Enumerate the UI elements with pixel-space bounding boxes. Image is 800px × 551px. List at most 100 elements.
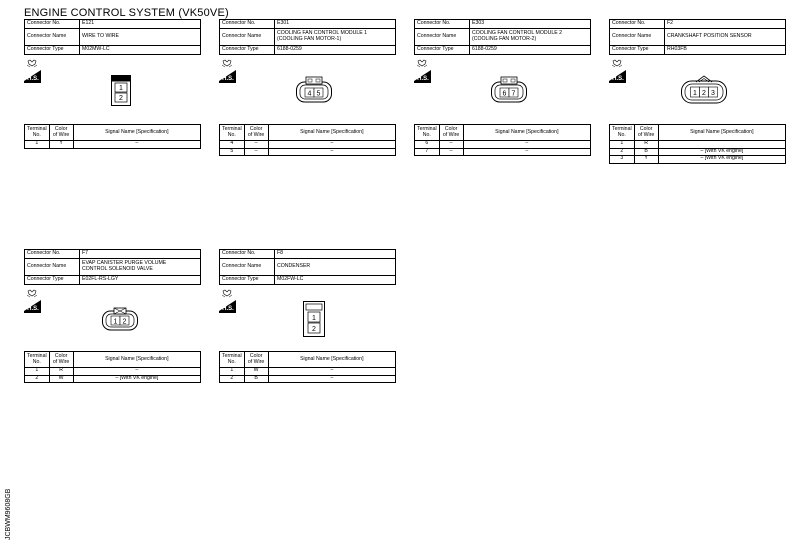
hs-harness-side-icon: H.S. [24, 289, 41, 313]
header-text: Terminal [417, 125, 437, 132]
hs-harness-side-icon: H.S. [609, 59, 626, 83]
connector-name-label: Connector Name [414, 28, 470, 46]
pin-label: 7 [512, 91, 516, 98]
connector-face-e303: 6 7 [491, 76, 527, 103]
pin-label: 5 [317, 91, 321, 98]
signal-header: Signal Name [Specification] [72, 124, 202, 141]
connector-no-label: Connector No. [24, 249, 80, 259]
connector-no-value: E301 [274, 19, 396, 29]
table-row: 4–– [219, 140, 397, 149]
color-cell: Y [633, 155, 659, 164]
hs-text: H.S. [222, 306, 234, 312]
pin-label: 1 [114, 319, 118, 326]
color-cell: – [243, 147, 269, 156]
header-text: Color [249, 352, 263, 359]
color-cell: – [438, 147, 464, 156]
table-row: 6–– [414, 140, 592, 149]
connector-type-value: 6188-0259 [469, 45, 591, 55]
table-row: 5–– [219, 147, 397, 156]
connector-no-value: F7 [79, 249, 201, 259]
connector-type-label: Connector Type [24, 275, 80, 285]
header-text: Terminal [612, 125, 632, 132]
connector-type-value: M02MW-LC [79, 45, 201, 55]
signal-header: Signal Name [Specification] [72, 351, 202, 368]
connector-face-e301: 4 5 [296, 76, 332, 103]
pin-label: 2 [123, 319, 127, 326]
hs-text: H.S. [612, 76, 624, 82]
header-text: No. [227, 358, 236, 365]
color-cell: – [438, 140, 464, 149]
hs-harness-side-icon: H.S. [219, 59, 236, 83]
hs-harness-side-icon: H.S. [414, 59, 431, 83]
hs-text: H.S. [222, 76, 234, 82]
connector-name-value: COOLING FAN CONTROL MODULE 1(COOLING FAN… [274, 28, 396, 46]
signal-header: Signal Name [Specification] [267, 124, 397, 141]
signal-cell: – [267, 147, 397, 156]
connector-name-line-1: CRANKSHAFT POSITION SENSOR [667, 33, 752, 40]
signal-cell: – [72, 140, 202, 149]
connector-no-value: F2 [664, 19, 786, 29]
hs-harness-side-icon: H.S. [24, 59, 41, 83]
connector-name-label: Connector Name [219, 28, 275, 46]
signal-cell: – [462, 140, 592, 149]
page-title: ENGINE CONTROL SYSTEM (VK50VE) [24, 7, 229, 19]
signal-cell [657, 140, 787, 149]
header-text: of Wire [247, 358, 265, 365]
connector-type-value: M02FW-LC [274, 275, 396, 285]
connector-name-label: Connector Name [24, 258, 80, 276]
color-cell: – [243, 140, 269, 149]
connector-name-line-2: CONTROL SOLENOID VALVE [82, 266, 153, 272]
header-text: of Wire [247, 131, 265, 138]
terminal-cell: 1 [24, 140, 50, 149]
connector-no-label: Connector No. [24, 19, 80, 29]
connector-name-label: Connector Name [24, 28, 80, 46]
terminal-cell: 7 [414, 147, 440, 156]
color-cell: W [243, 367, 269, 376]
connector-name-value: WIRE TO WIRE [79, 28, 201, 46]
pin-label: 2 [702, 90, 706, 97]
connector-type-value: RH03FB [664, 45, 786, 55]
header-text: Color [249, 125, 263, 132]
terminal-cell: 1 [24, 367, 50, 376]
header-text: Color [54, 125, 68, 132]
connector-name-line-1: COOLING FAN CONTROL MODULE 2 [472, 30, 563, 37]
pin-label: 1 [119, 85, 123, 92]
header-text: Terminal [222, 352, 242, 359]
hs-text: H.S. [417, 76, 429, 82]
color-cell: Y [48, 140, 74, 149]
connector-face-f8: 1 2 [303, 301, 325, 337]
connector-name-line-1: EVAP CANISTER PURGE VOLUME [82, 260, 167, 267]
terminal-cell: 2 [24, 374, 50, 383]
connector-type-value: E02FL-RS-LGY [79, 275, 201, 285]
header-text: No. [32, 131, 41, 138]
pin-label: 6 [503, 91, 507, 98]
connector-name-line-1: CONDENSER [277, 263, 311, 270]
connector-type-value: 6188-0259 [274, 45, 396, 55]
connector-no-value: E121 [79, 19, 201, 29]
connector-name-value: CONDENSER [274, 258, 396, 276]
figure-reference-code: JCBWM9608GB [5, 488, 12, 540]
color-cell: B [243, 374, 269, 383]
terminal-cell: 5 [219, 147, 245, 156]
